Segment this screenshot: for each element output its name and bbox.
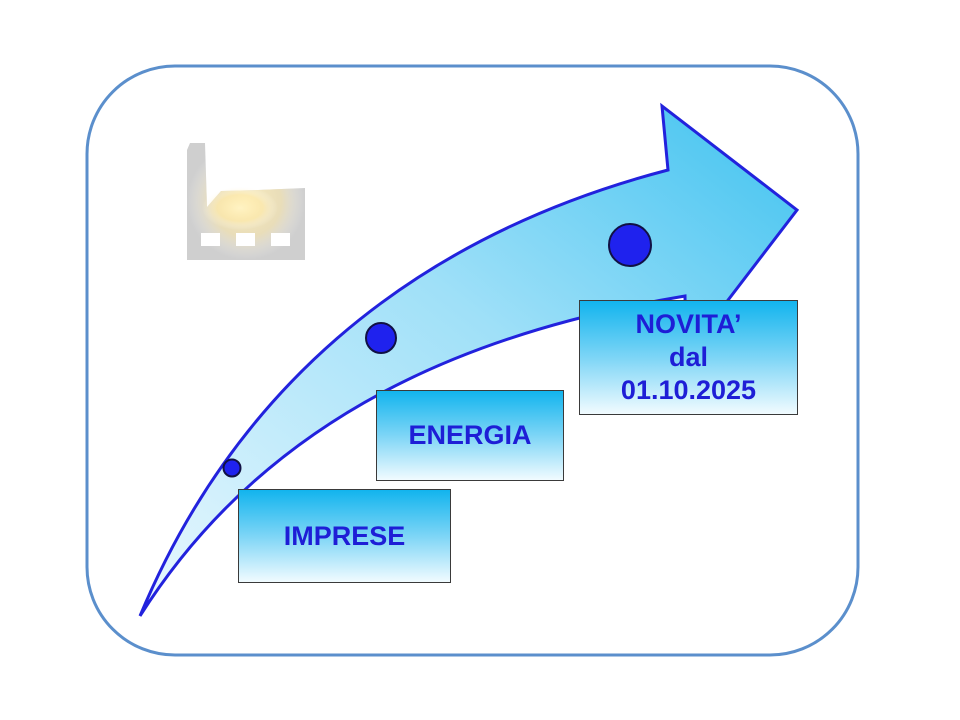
step-label-novita-line1: NOVITA’ [635,309,742,339]
step-box-novita: NOVITA’ dal 01.10.2025 [579,300,798,415]
factory-icon [187,143,305,260]
progress-dot-medium [365,322,397,354]
step-box-imprese: IMPRESE [238,489,451,583]
progress-dot-large [608,223,652,267]
step-label-novita-line2: dal [668,342,708,372]
step-box-energia: ENERGIA [376,390,564,481]
step-label-energia: ENERGIA [408,420,532,450]
progress-dot-small [222,458,242,478]
step-label-imprese: IMPRESE [283,520,406,551]
step-label-novita-line3: 01.10.2025 [620,375,757,405]
